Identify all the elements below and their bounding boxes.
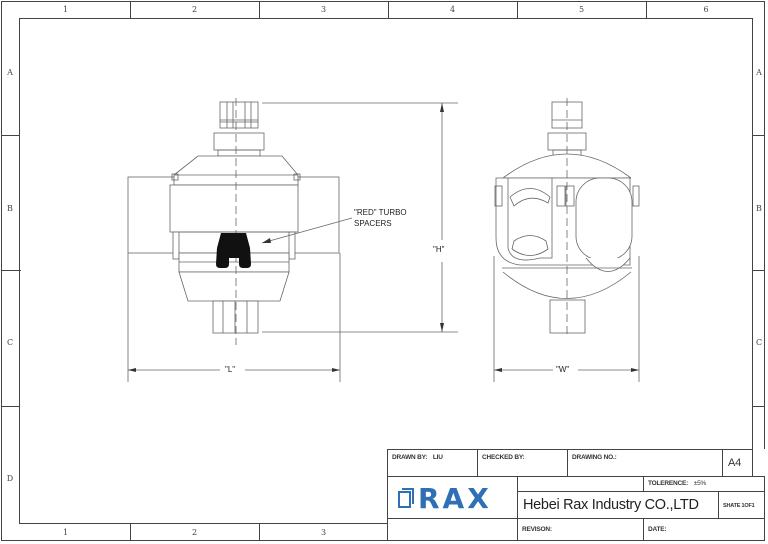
zone-row-d-left: D	[6, 474, 14, 483]
zone-divider	[753, 135, 765, 136]
zone-divider	[388, 1, 389, 18]
zone-col-3-top: 3	[320, 5, 327, 14]
zone-divider	[1, 406, 19, 407]
red-turbo-spacer-shape	[216, 233, 251, 268]
drawn-by-value: LIU	[432, 454, 443, 461]
drawing-inner-border	[19, 18, 753, 524]
zone-col-2-bottom: 2	[191, 528, 198, 537]
zone-col-4-top: 4	[449, 5, 456, 14]
callout-line-2: SPACERS	[354, 219, 392, 228]
zone-row-a-right: A	[756, 68, 762, 77]
title-block: DRAWN BY: LIU CHECKED BY: DRAWING NO.: A…	[387, 449, 765, 541]
checked-by-cell: CHECKED BY:	[477, 449, 568, 477]
tolerance-label: TOLERENCE:	[648, 480, 689, 487]
zone-row-c-left: C	[6, 338, 14, 347]
drawing-no-label: DRAWING NO.:	[572, 454, 617, 461]
zone-row-b-left: B	[7, 204, 13, 213]
zone-divider	[1, 270, 21, 271]
zone-divider	[1, 135, 19, 136]
date-cell: DATE:	[643, 518, 765, 541]
dimension-h-label: "H"	[433, 245, 445, 254]
left-zone-strip: A B C D	[1, 18, 21, 524]
zone-col-5-top: 5	[578, 5, 585, 14]
tolerance-cell: TOLERENCE: ±5%	[643, 476, 765, 492]
zone-divider	[517, 1, 518, 18]
top-zone-strip: 1 2 3 4 5 6	[1, 1, 765, 18]
date-label: DATE:	[648, 526, 667, 533]
logo-cell: RAX	[387, 476, 518, 519]
dimension-arrows	[128, 103, 639, 372]
company-name: Hebei Rax Industry CO.,LTD	[523, 497, 699, 513]
sheet-number-label: SHATE 1OF1	[723, 503, 755, 509]
drawn-by-label: DRAWN BY:	[392, 454, 428, 461]
zone-divider	[646, 1, 647, 18]
zone-row-a-left: A	[7, 68, 13, 77]
zone-col-6-top: 6	[703, 5, 709, 14]
zone-row-b-right: B	[756, 204, 762, 213]
rax-logo-text: RAX	[418, 482, 492, 515]
right-zone-strip: A B C	[753, 18, 765, 448]
zone-col-1-bottom: 1	[62, 528, 69, 537]
sheet-size-value: A4	[728, 457, 742, 469]
zone-divider	[130, 1, 131, 18]
zone-divider	[753, 406, 765, 407]
callout-line-1: "RED" TURBO	[354, 208, 407, 217]
zone-divider	[259, 524, 260, 541]
company-name-cell: Hebei Rax Industry CO.,LTD	[517, 491, 719, 519]
dimension-w-label: "W"	[556, 365, 570, 374]
sheet-size-cell: A4	[722, 449, 753, 477]
rax-logo-icon	[398, 488, 414, 508]
zone-row-c-right: C	[755, 338, 763, 347]
side-view	[494, 101, 640, 334]
callout-label: "RED" TURBO SPACERS	[354, 207, 407, 229]
dimension-l-label: "L"	[225, 365, 236, 374]
zone-col-2-top: 2	[191, 5, 198, 14]
sheet-number-cell: SHATE 1OF1	[718, 491, 765, 519]
blank-cell	[517, 476, 644, 492]
zone-col-3-bottom: 3	[320, 528, 327, 537]
callout-leader-line	[261, 217, 353, 244]
tolerance-value: ±5%	[693, 480, 707, 487]
checked-by-label: CHECKED BY:	[482, 454, 525, 461]
revision-cell: REVISON:	[517, 518, 644, 541]
zone-divider	[130, 524, 131, 541]
drawing-no-cell: DRAWING NO.:	[567, 449, 723, 477]
zone-col-1-top: 1	[62, 5, 69, 14]
zone-divider	[753, 270, 765, 271]
blank-cell	[387, 518, 518, 541]
zone-divider	[259, 1, 260, 18]
drawn-by-cell: DRAWN BY: LIU	[387, 449, 478, 477]
revision-label: REVISON:	[522, 526, 552, 533]
front-view	[127, 101, 340, 334]
